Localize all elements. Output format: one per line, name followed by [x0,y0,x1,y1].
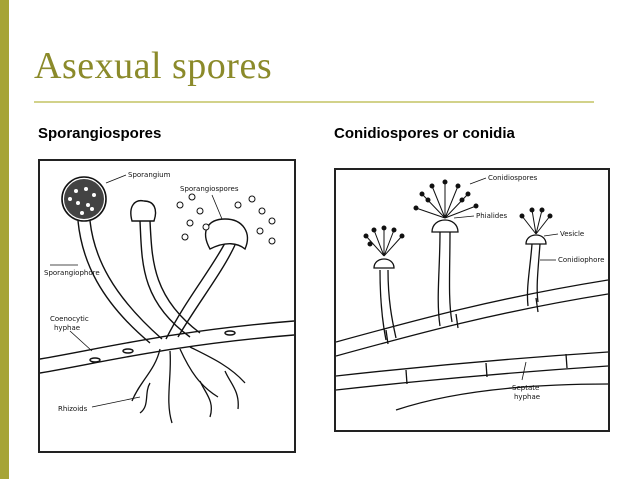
label-septate-hyphae: hyphae [514,393,540,401]
young-sporangium [130,199,157,222]
septate-hyphae [336,279,608,411]
ruptured-sporangium [205,218,249,251]
label-rhizoids: Rhizoids [58,405,88,413]
label-conidiospores: Conidiospores [488,174,538,182]
vesicles [373,219,547,269]
label-sporangiophore: Sporangiophore [44,269,100,277]
label-septate: Septate [512,384,539,392]
sporangiospores-drawing: Sporangium Sporangiospores Sporangiophor… [40,171,294,424]
label-leaders [453,177,559,381]
label-phialides: Phialides [476,212,508,220]
slide-accent-bar [0,0,9,479]
label-leaders [50,174,223,408]
sporangium [61,176,107,222]
released-spores [176,193,276,245]
label-coenocytic-hyphae: hyphae [54,324,80,332]
slide-title: Asexual spores [34,45,273,87]
conidiospores-heading: Conidiospores or conidia [334,125,515,142]
conidia-chains [363,179,553,257]
conidiospores-drawing: Conidiospores Phialides Vesicle Conidiop… [336,174,608,411]
label-sporangiospores: Sporangiospores [180,185,239,193]
sporangiophores [77,220,236,344]
label-vesicle: Vesicle [560,230,584,238]
conidiophores [379,231,541,341]
label-conidiophore: Conidiophore [558,256,604,264]
sporangiospores-heading: Sporangiospores [38,125,162,142]
sporangiospores-illustration: Sporangium Sporangiospores Sporangiophor… [38,159,296,453]
rhizoids [131,346,246,424]
title-divider [34,101,594,103]
label-sporangium: Sporangium [128,171,171,179]
conidiospores-illustration: Conidiospores Phialides Vesicle Conidiop… [334,168,610,432]
coenocytic-hypha [40,320,294,374]
label-coenocytic: Coenocytic [50,315,89,323]
